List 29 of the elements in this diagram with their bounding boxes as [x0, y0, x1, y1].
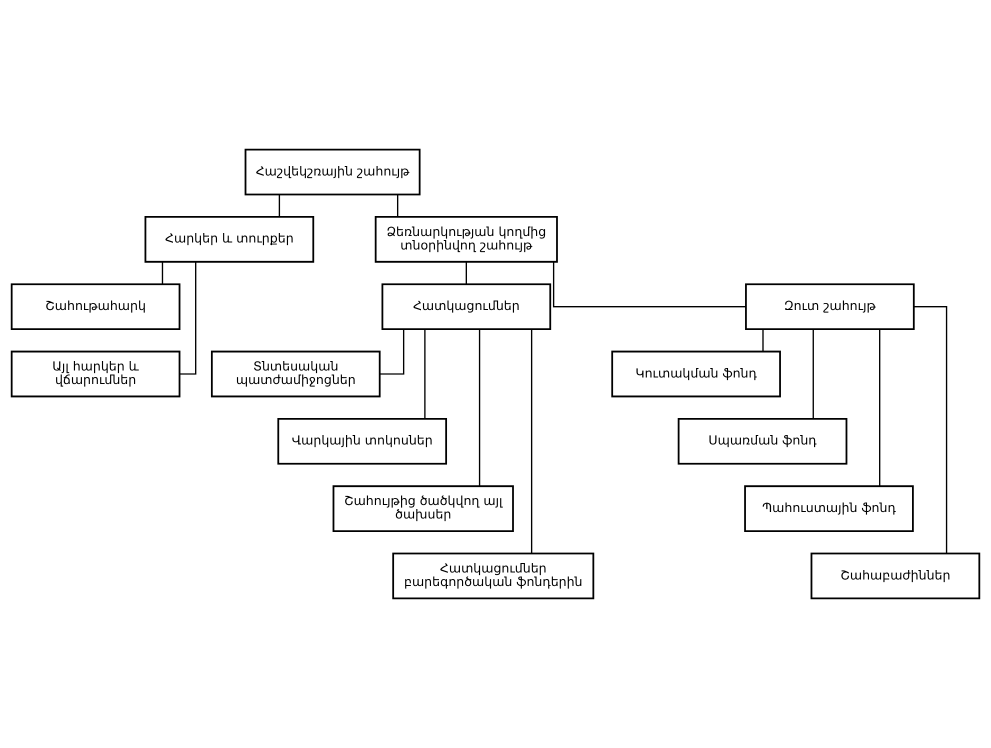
connector	[530, 329, 532, 554]
connector	[396, 194, 398, 217]
node-box: Սպառման ֆոնդ	[678, 418, 848, 465]
connector	[914, 306, 948, 554]
connector	[278, 194, 280, 217]
node-box: Զուտ շահույթ	[745, 283, 915, 330]
node-box: Հատկացումներ	[382, 283, 552, 330]
node-box: Պահուստային ֆոնդ	[744, 485, 914, 532]
connector	[762, 329, 764, 352]
connector	[162, 262, 164, 284]
node-box: Շահութահարկ	[10, 283, 180, 330]
connector	[424, 329, 426, 419]
node-box: Կուտակման ֆոնդ	[611, 350, 781, 398]
connector	[879, 329, 880, 486]
connector	[380, 329, 404, 375]
node-box: Հաշվեկշռային շահույթ	[244, 148, 421, 196]
node-box: Շահաբաժիններ	[810, 552, 980, 600]
node-box: Հարկեր և տուրքեր	[144, 216, 314, 263]
node-box: Ձեռնարկության կողմից տնօրինվող շահույթ	[374, 216, 558, 263]
connector	[812, 329, 814, 419]
connector	[478, 329, 480, 486]
connector	[180, 262, 196, 375]
node-box: Վարկային տոկոսներ	[277, 418, 448, 465]
node-box: Տնտեսական պատժամիջոցներ	[210, 350, 381, 398]
node-box: Այլ հարկեր և վճարումներ	[10, 350, 180, 398]
connector	[466, 262, 467, 284]
node-box: Շահույթից ծածկվող այլ ծախսեր	[332, 485, 514, 532]
node-box: Հատկացումներ բարեգործական ֆոնդերին	[392, 552, 594, 600]
connector	[552, 262, 746, 308]
